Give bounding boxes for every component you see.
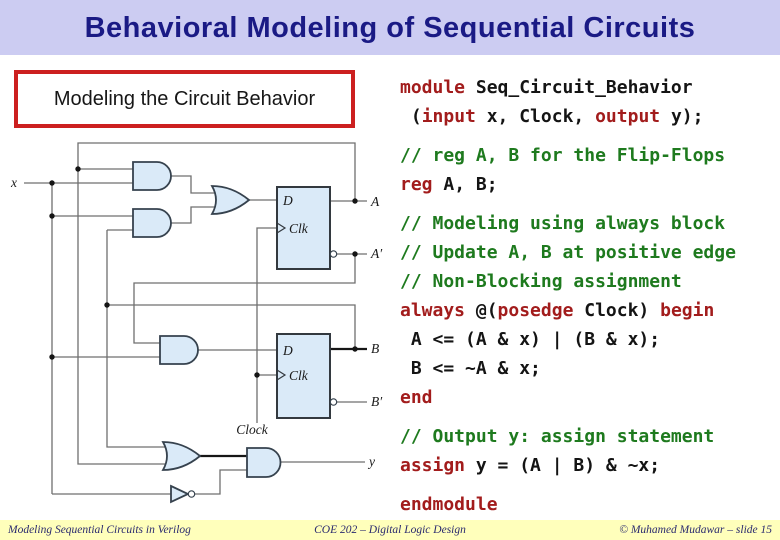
code-line: A <= (A & x) | (B & x); bbox=[400, 329, 661, 350]
dff-b-complement-bubble bbox=[329, 398, 338, 406]
and-gate-3 bbox=[159, 335, 199, 365]
code-line: always @(posedge Clock) begin bbox=[400, 300, 715, 321]
code-block: // reg A, B for the Flip-Flops reg A, B; bbox=[400, 141, 736, 199]
circuit-wires bbox=[24, 142, 367, 495]
title-bar: Behavioral Modeling of Sequential Circui… bbox=[0, 0, 780, 55]
output-b-label: B bbox=[371, 341, 379, 356]
not-gate bbox=[170, 484, 191, 504]
input-x-label: x bbox=[10, 175, 17, 190]
output-b-not-label: B′ bbox=[371, 394, 383, 409]
code-block: // Output y: assign statement assign y = … bbox=[400, 422, 736, 480]
code-line: B <= ~A & x; bbox=[400, 358, 541, 379]
verilog-code: module Seq_Circuit_Behavior (input x, Cl… bbox=[400, 73, 736, 529]
footer-right: © Muhamed Mudawar – slide 15 bbox=[619, 524, 772, 536]
code-line: // Update A, B at positive edge bbox=[400, 242, 736, 263]
footer-center: COE 202 – Digital Logic Design bbox=[314, 524, 466, 536]
and-gate-4 bbox=[246, 447, 282, 478]
code-block: module Seq_Circuit_Behavior (input x, Cl… bbox=[400, 73, 736, 131]
code-line: module Seq_Circuit_Behavior bbox=[400, 77, 693, 98]
dff-a-d-label: D bbox=[282, 193, 293, 208]
dff-b-clk-triangle bbox=[276, 369, 287, 381]
slide-title: Behavioral Modeling of Sequential Circui… bbox=[84, 12, 696, 44]
code-line: end bbox=[400, 387, 433, 408]
code-line: reg A, B; bbox=[400, 174, 498, 195]
code-line: // Output y: assign statement bbox=[400, 426, 715, 447]
code-line: // reg A, B for the Flip-Flops bbox=[400, 145, 726, 166]
junction-dots bbox=[49, 166, 358, 378]
code-block: endmodule bbox=[400, 490, 736, 519]
output-y-label: y bbox=[367, 454, 375, 469]
footer-left: Modeling Sequential Circuits in Verilog bbox=[8, 524, 191, 536]
output-a-not-label: A′ bbox=[370, 246, 383, 261]
d-flipflop-b bbox=[276, 333, 331, 419]
subtitle-text: Modeling the Circuit Behavior bbox=[53, 87, 316, 110]
code-line: // Non-Blocking assignment bbox=[400, 271, 682, 292]
subtitle-box: Modeling the Circuit Behavior bbox=[14, 70, 355, 128]
code-line: (input x, Clock, output y); bbox=[400, 106, 704, 127]
dff-a-complement-bubble bbox=[329, 250, 338, 258]
code-line: endmodule bbox=[400, 494, 498, 515]
footer: Modeling Sequential Circuits in Verilog … bbox=[0, 520, 780, 540]
and-gate-2 bbox=[132, 208, 172, 238]
dff-b-clk-label: Clk bbox=[289, 368, 309, 383]
code-line: // Modeling using always block bbox=[400, 213, 726, 234]
or-gate-1 bbox=[210, 185, 251, 215]
dff-a-clk-triangle bbox=[276, 222, 287, 234]
output-a-label: A bbox=[370, 194, 380, 209]
clock-label: Clock bbox=[236, 422, 268, 437]
circuit-diagram: D Clk D Clk x A A′ B B′ y Clock bbox=[10, 142, 383, 504]
dff-b-d-label: D bbox=[282, 343, 293, 358]
code-line: assign y = (A | B) & ~x; bbox=[400, 455, 661, 476]
and-gate-1 bbox=[132, 161, 172, 191]
or-gate-2 bbox=[161, 441, 202, 471]
code-block: // Modeling using always block // Update … bbox=[400, 209, 736, 412]
not-gate-bubble bbox=[187, 490, 196, 498]
dff-a-clk-label: Clk bbox=[289, 221, 309, 236]
